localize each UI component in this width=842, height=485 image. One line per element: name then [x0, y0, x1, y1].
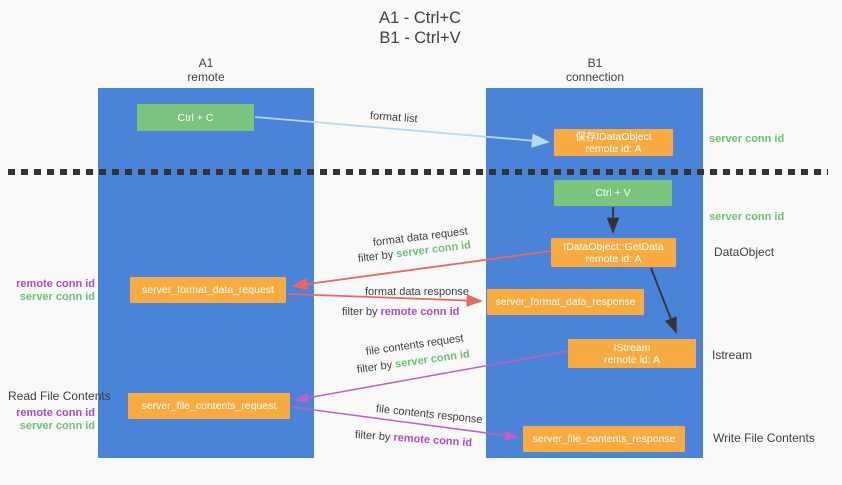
- lifeline-header-a1: A1 remote: [146, 56, 266, 84]
- ctrl-v-label: Ctrl + V: [595, 187, 631, 199]
- read-file-contents-label: Read File Contents: [8, 389, 111, 403]
- dotted-separator-line: [8, 169, 828, 175]
- file-request-box: server_file_contents_request: [128, 393, 290, 419]
- istream-side-label: Istream: [712, 348, 753, 362]
- filter-id-text: remote conn id: [380, 306, 460, 318]
- lifeline-a1-name: remote: [187, 69, 225, 84]
- save-idataobject-line1: 保存IDataObject: [575, 130, 652, 143]
- file-request-label: server_file_contents_request: [141, 400, 277, 412]
- title-line-1: A1 - Ctrl+C: [378, 9, 462, 27]
- format-response-box: server_format_data_response: [487, 289, 644, 315]
- getdata-line2: remote id: A: [585, 252, 642, 265]
- file-contents-response-filter: filter by remote conn id: [355, 429, 473, 449]
- save-idataobject-box: 保存IDataObject remote id: A: [554, 129, 673, 156]
- diagram-title: A1 - Ctrl+C B1 - Ctrl+V: [320, 8, 520, 48]
- server-conn-id-mid-label: server conn id: [709, 211, 785, 223]
- write-file-contents-label: Write File Contents: [713, 431, 815, 445]
- lifeline-header-b1: B1 connection: [535, 56, 655, 84]
- ctrl-v-box: Ctrl + V: [554, 180, 672, 206]
- filter-by-text: filter by: [354, 429, 394, 444]
- format-request-box: server_format_data_request: [130, 277, 286, 303]
- format-conn-ids: remote conn id server conn id: [10, 278, 95, 304]
- file-response-label: server_file_contents_response: [532, 433, 676, 445]
- istream-box: IStream remote id: A: [568, 339, 696, 368]
- filter-by-text: filter by: [342, 306, 381, 318]
- getdata-box: IDataObject::GetData remote id: A: [551, 238, 676, 267]
- file-conn-ids: remote conn id server conn id: [10, 407, 95, 433]
- filter-by-text: filter by: [357, 248, 397, 265]
- file-remote-conn-id-label: remote conn id: [16, 407, 95, 419]
- lifeline-b1-id: B1: [587, 56, 603, 70]
- server-conn-id-top-label: server conn id: [709, 133, 785, 145]
- format-data-response-label: format data response: [365, 286, 469, 298]
- save-idataobject-line2: remote id: A: [585, 142, 642, 155]
- format-response-label: server_format_data_response: [495, 296, 636, 308]
- lifeline-a1-id: A1: [198, 56, 214, 70]
- format-data-response-filter: filter by remote conn id: [342, 306, 459, 318]
- ctrl-c-label: Ctrl + C: [177, 111, 214, 124]
- ctrl-c-box: Ctrl + C: [137, 104, 254, 131]
- dataobject-label: DataObject: [714, 245, 775, 259]
- filter-by-text: filter by: [356, 358, 396, 376]
- file-contents-response-label: file contents response: [375, 403, 484, 427]
- filter-id-text: remote conn id: [393, 431, 473, 450]
- title-line-2: B1 - Ctrl+V: [379, 29, 461, 47]
- lifeline-b1-name: connection: [565, 69, 625, 84]
- format-server-conn-id-label: server conn id: [19, 291, 95, 303]
- format-remote-conn-id-label: remote conn id: [16, 278, 95, 290]
- file-server-conn-id-label: server conn id: [19, 420, 95, 432]
- istream-line1: IStream: [613, 341, 651, 354]
- format-request-label: server_format_data_request: [142, 284, 274, 296]
- format-list-label: format list: [369, 110, 418, 126]
- file-response-box: server_file_contents_response: [523, 426, 685, 452]
- getdata-line1: IDataObject::GetData: [563, 240, 664, 253]
- istream-line2: remote id: A: [603, 353, 661, 366]
